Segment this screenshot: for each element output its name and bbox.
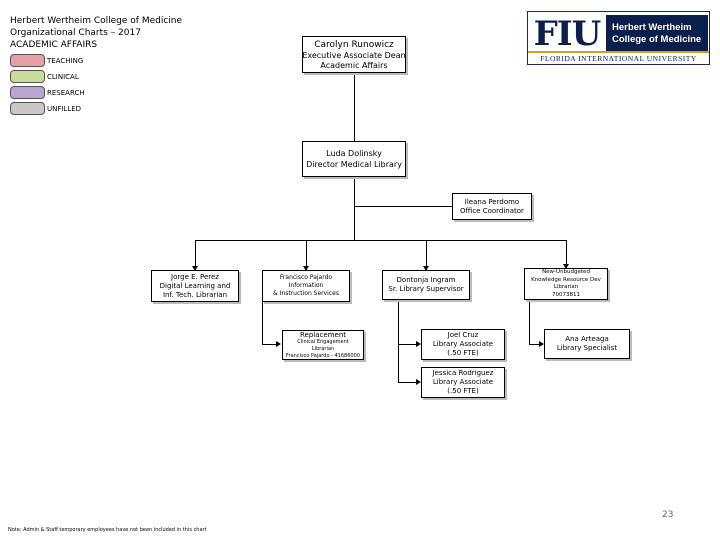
title-line-1: Herbert Wertheim College of Medicine — [10, 16, 183, 26]
node-library-associate-cruz: Joel Cruz Library Associate (.50 FTE) — [421, 329, 505, 360]
node-title: Executive Associate Dean — [302, 50, 406, 60]
node-note: Francisco Pajardo - 41686000 — [286, 352, 360, 359]
connector-arteaga-h — [529, 344, 541, 345]
logo-college-block: Herbert Wertheim College of Medicine — [606, 15, 708, 53]
legend-swatch-research — [10, 86, 45, 99]
connector-branch — [195, 240, 566, 241]
logo-line-2: College of Medicine — [612, 34, 702, 45]
arrow-pajardo — [303, 266, 309, 271]
connector-ingram — [426, 240, 427, 270]
connector-director-trunk — [354, 177, 355, 240]
legend-label-unfilled: UNFILLED — [47, 105, 82, 113]
node-fte: (.50 FTE) — [447, 387, 479, 395]
arrow-ingram — [423, 266, 429, 271]
arrow-newunbudgeted — [563, 264, 569, 269]
legend-swatch-clinical — [10, 70, 45, 83]
node-name: Luda Dolinsky — [326, 149, 382, 158]
node-name: New-Unbudgeted — [542, 269, 590, 275]
node-title: Knowledge Resource Dev — [531, 276, 601, 283]
node-director-medical-library: Luda Dolinsky Director Medical Library — [302, 141, 406, 177]
node-title: Clinical Engagement — [297, 338, 349, 345]
node-library-specialist: Ana Arteaga Library Specialist — [544, 329, 630, 359]
node-name: Replacement — [300, 330, 346, 339]
legend-label-teaching: TEACHING — [47, 57, 84, 65]
legend-swatch-unfilled — [10, 102, 45, 115]
connector-coordinator — [354, 206, 452, 207]
legend-label-clinical: CLINICAL — [47, 73, 79, 81]
node-executive-associate-dean: Carolyn Runowicz Executive Associate Dea… — [302, 36, 406, 73]
legend-swatch-teaching — [10, 54, 45, 67]
node-name: Carolyn Runowicz — [314, 39, 394, 50]
node-clinical-engagement-librarian: Replacement Clinical Engagement Libraria… — [282, 330, 364, 360]
fiu-logo: FIU Herbert Wertheim College of Medicine… — [527, 11, 710, 65]
logo-mark: FIU — [531, 14, 603, 54]
node-position-number: 70073811 — [552, 291, 580, 298]
node-name: Jorge E. Perez — [171, 272, 219, 281]
connector-newunbudgeted-arteaga-v — [529, 300, 530, 344]
connector-newunbudgeted — [566, 240, 567, 268]
arrow-rodriguez — [416, 379, 421, 385]
node-name: Ileana Perdomo — [464, 197, 520, 206]
arrow-cruz — [416, 341, 421, 347]
node-title: Librarian — [553, 284, 579, 290]
node-title: Library Specialist — [556, 344, 618, 352]
node-title: Inf. Tech. Librarian — [162, 290, 228, 299]
page-number: 23 — [662, 510, 674, 520]
connector-perez — [195, 240, 196, 270]
node-title: Office Coordinator — [460, 206, 524, 215]
node-name: Joel Cruz — [447, 331, 479, 339]
node-name: Ana Arteaga — [565, 335, 609, 343]
node-fte: (.50 FTE) — [447, 349, 479, 357]
node-sr-library-supervisor: Dontonja Ingram Sr. Library Supervisor — [382, 270, 470, 300]
logo-university: FLORIDA INTERNATIONAL UNIVERSITY — [528, 51, 709, 64]
node-title: Digital Learning and — [159, 281, 231, 290]
arrow-arteaga — [539, 341, 544, 347]
node-name: Francisco Pajardo — [279, 274, 333, 281]
node-title: Library Associate — [432, 340, 494, 348]
node-title: Director Medical Library — [306, 160, 402, 169]
connector-cruz-h — [398, 344, 418, 345]
node-information-instruction-services: Francisco Pajardo Information & Instruct… — [262, 270, 350, 302]
connector-dean-director — [354, 73, 355, 141]
node-library-associate-rodriguez: Jessica Rodriguez Library Associate (.50… — [421, 367, 505, 398]
connector-pajardo-replacement-h — [262, 344, 278, 345]
node-title: Librarian — [311, 345, 335, 352]
node-digital-learning-librarian: Jorge E. Perez Digital Learning and Inf.… — [151, 270, 239, 302]
connector-pajardo — [306, 240, 307, 270]
node-name: Dontonja Ingram — [396, 276, 456, 284]
legend-label-research: RESEARCH — [47, 89, 85, 97]
node-title: & Instruction Services — [273, 290, 339, 297]
node-knowledge-resource-librarian: New-Unbudgeted Knowledge Resource Dev Li… — [524, 268, 608, 300]
arrow-perez — [192, 266, 198, 271]
node-title: Sr. Library Supervisor — [388, 285, 464, 293]
title-line-3: ACADEMIC AFFAIRS — [10, 40, 98, 50]
footnote: Note: Admin & Staff temporary employees … — [8, 527, 207, 533]
connector-rodriguez-h — [398, 382, 418, 383]
connector-ingram-sub-v — [398, 300, 399, 382]
title-line-2: Organizational Charts – 2017 — [10, 28, 141, 38]
node-title: Information — [288, 282, 324, 289]
arrow-replacement — [276, 341, 281, 347]
node-title: Academic Affairs — [320, 60, 388, 70]
node-title: Library Associate — [432, 378, 494, 386]
logo-line-1: Herbert Wertheim — [612, 22, 692, 33]
connector-pajardo-replacement-v — [262, 302, 263, 344]
node-office-coordinator: Ileana Perdomo Office Coordinator — [452, 193, 532, 220]
node-name: Jessica Rodriguez — [432, 369, 494, 377]
